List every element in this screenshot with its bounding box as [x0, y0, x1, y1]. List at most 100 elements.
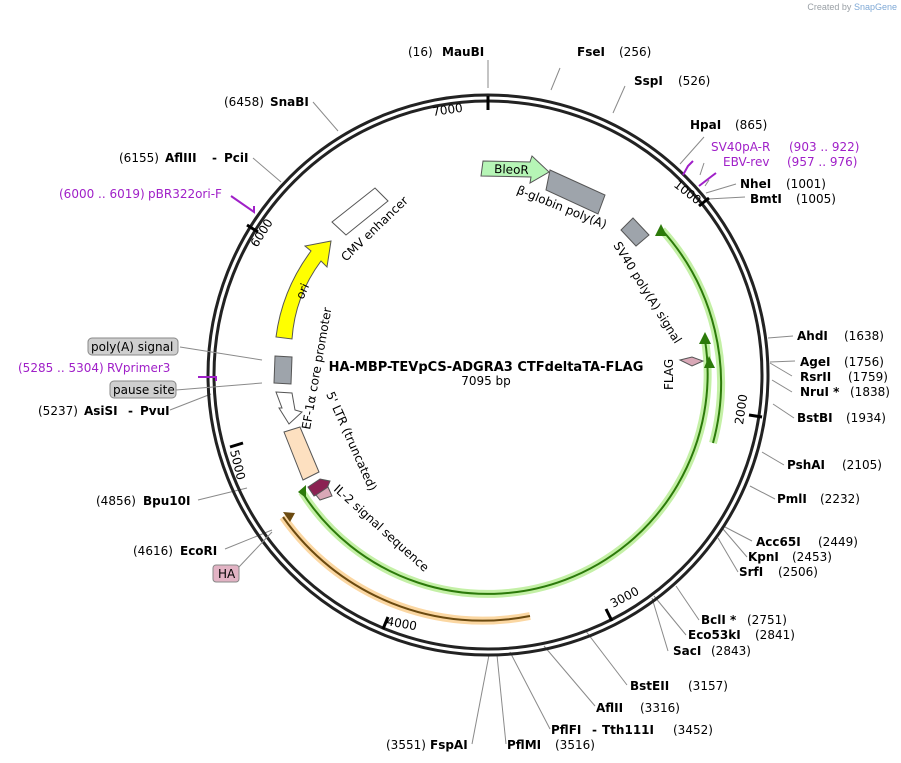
- site-asisi-pos: (5237): [38, 404, 78, 418]
- tick-3000: [604, 608, 614, 622]
- site-pflfi: PflFI: [551, 723, 581, 737]
- site-acc65i: Acc65I: [756, 535, 801, 549]
- tick-label-4000: 4000: [385, 614, 418, 633]
- site-fsei-pos: (256): [619, 45, 651, 59]
- snapgene-credit: Created by SnapGene: [807, 2, 897, 12]
- cmv-enhancer-arrow: [331, 187, 389, 236]
- site-ecori-pos: (4616): [133, 544, 173, 558]
- tick-marks: [229, 96, 763, 630]
- primer-rvprimer3: RVprimer3: [107, 361, 170, 375]
- site-kpni-pos: (2453): [792, 550, 832, 564]
- site-nrui: NruI *: [800, 385, 840, 399]
- label-flag: FLAG: [662, 359, 676, 390]
- leader-lines: [169, 60, 796, 745]
- site-bmti-pos: (1005): [796, 192, 836, 206]
- tick-2000: [748, 413, 763, 419]
- site-srfi-pos: (2506): [778, 565, 818, 579]
- plasmid-title: HA-MBP-TEVpCS-ADGRA3 CTFdeltaTA-FLAG: [329, 360, 644, 375]
- site-saci-pos: (2843): [711, 644, 751, 658]
- site-acc65i-pos: (2449): [818, 535, 858, 549]
- site-afliii-pos: (6155): [119, 151, 159, 165]
- il2-signal-arrow: [307, 478, 331, 497]
- site-fspai-pos: (3551): [386, 738, 426, 752]
- tick-6000: [246, 223, 259, 234]
- site-bsteii: BstEII: [630, 679, 669, 693]
- site-asisi-dash: -: [128, 404, 133, 418]
- features: [273, 155, 705, 501]
- green-orf-short-arrow2: [704, 356, 715, 368]
- site-agei-pos: (1756): [844, 355, 884, 369]
- bleor-arrow: [480, 155, 550, 184]
- primer-markers: [198, 160, 717, 381]
- site-sspi-pos: (526): [678, 74, 710, 88]
- ltr-box: [283, 426, 320, 481]
- site-bcli-pos: (2751): [747, 613, 787, 627]
- primer-pbr322ori-f: pBR322ori-F: [148, 187, 222, 201]
- site-aflii-pos: (3316): [640, 701, 680, 715]
- credit-prefix: Created by: [807, 2, 852, 12]
- plasmid-length: 7095 bp: [461, 374, 511, 388]
- tick-label-2000: 2000: [732, 393, 750, 425]
- site-pvui: PvuI: [140, 404, 170, 418]
- site-pflfi-dash: -: [592, 723, 597, 737]
- primer-pbr322ori-f-pos: (6000 .. 6019): [59, 187, 145, 201]
- primer-ebv-rev: EBV-rev: [723, 155, 769, 169]
- primer-labels: SV40pA-R (903 .. 922) EBV-rev (957 .. 97…: [18, 140, 859, 375]
- label-ltr: 5' LTR (truncated): [323, 390, 379, 494]
- site-eco53ki-pos: (2841): [755, 628, 795, 642]
- site-bstbi: BstBI: [797, 411, 833, 425]
- site-maubi-pos: (16): [408, 45, 433, 59]
- tick-5000: [229, 441, 244, 449]
- orf-arcs: [279, 224, 726, 625]
- primer-sv40pa-r: SV40pA-R: [711, 140, 770, 154]
- tick-1000: [698, 196, 710, 208]
- site-pflfi-pos: (3452): [673, 723, 713, 737]
- site-agei: AgeI: [800, 355, 830, 369]
- credit-brand: SnapGene: [853, 2, 897, 12]
- site-snabi: SnaBI: [270, 95, 309, 109]
- site-pflmi: PflMI: [507, 738, 541, 752]
- boxed-labels: poly(A) signal pause site HA: [87, 337, 273, 583]
- ori-arrow: [275, 240, 332, 340]
- green-orf-long-arrowhead: [699, 332, 711, 344]
- tick-4000: [381, 616, 390, 630]
- green-orf-short-arrowhead: [655, 224, 667, 236]
- site-ahdi: AhdI: [797, 329, 828, 343]
- primer-rvprimer3-pos: (5285 .. 5304): [18, 361, 104, 375]
- label-pause-site: pause site: [113, 383, 175, 397]
- label-polya-signal: poly(A) signal: [91, 340, 173, 354]
- tick-label-7000: 7000: [431, 101, 463, 119]
- site-hpai: HpaI: [690, 118, 721, 132]
- label-bleor: BleoR: [494, 162, 529, 177]
- site-bcli: BclI *: [701, 613, 737, 627]
- site-bmti: BmtI: [750, 192, 782, 206]
- site-nrui-pos: (1838): [850, 385, 890, 399]
- tick-label-6000: 6000: [248, 216, 276, 249]
- site-pflmi-pos: (3516): [555, 738, 595, 752]
- site-ecori: EcoRI: [180, 544, 217, 558]
- site-rsrii: RsrII: [800, 370, 831, 384]
- il2-small-arrow: [315, 486, 333, 501]
- orange-orf-glow: [279, 514, 531, 625]
- site-pmli-pos: (2232): [820, 492, 860, 506]
- green-orf-short: [661, 229, 723, 444]
- primer-ebv-rev-pos: (957 .. 976): [787, 155, 857, 169]
- site-sspi: SspI: [634, 74, 663, 88]
- site-labels: (16) MauBI FseI (256) SspI (526) HpaI (8…: [38, 45, 890, 752]
- tick-label-1000: 1000: [671, 177, 704, 207]
- site-srfi: SrfI: [739, 565, 763, 579]
- site-asisi: AsiSI: [84, 404, 118, 418]
- sv40-polya-arrow: [620, 217, 650, 247]
- ha-box: [212, 564, 240, 583]
- site-rsrii-pos: (1759): [848, 370, 888, 384]
- site-tth111i: Tth111I: [602, 723, 654, 737]
- tick-labels: 1000 2000 3000 4000 5000 6000 7000: [227, 101, 750, 633]
- site-nhei-pos: (1001): [786, 177, 826, 191]
- green-orf-long: [301, 339, 709, 595]
- pause-site-box: [109, 380, 177, 399]
- site-pmli: PmlI: [777, 492, 807, 506]
- site-bpu10i: Bpu10I: [143, 494, 190, 508]
- site-fspai: FspAI: [430, 738, 468, 752]
- beta-globin-polya-arrow: [545, 169, 606, 215]
- orange-orf-arrowhead: [283, 512, 295, 522]
